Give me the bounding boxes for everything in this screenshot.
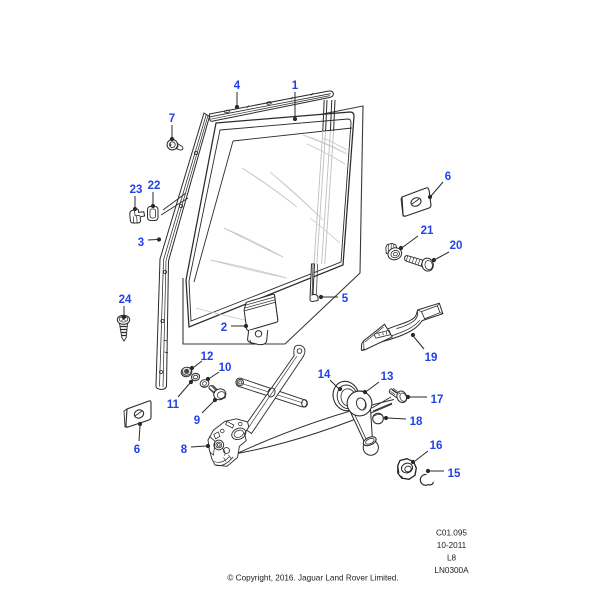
svg-text:8: 8 <box>181 444 188 456</box>
svg-text:10: 10 <box>219 362 232 374</box>
svg-text:7: 7 <box>169 113 175 125</box>
svg-text:15: 15 <box>448 468 461 480</box>
svg-text:2: 2 <box>221 322 227 334</box>
svg-text:10-2011: 10-2011 <box>437 541 467 550</box>
svg-text:22: 22 <box>148 180 161 192</box>
svg-text:6: 6 <box>445 171 451 183</box>
svg-text:14: 14 <box>318 369 331 381</box>
svg-text:C01.095: C01.095 <box>436 529 467 538</box>
svg-text:16: 16 <box>430 440 443 452</box>
svg-text:4: 4 <box>234 80 241 92</box>
svg-text:19: 19 <box>425 352 438 364</box>
svg-text:LN0300A: LN0300A <box>434 566 469 575</box>
svg-text:L8: L8 <box>447 554 457 563</box>
svg-text:13: 13 <box>381 371 394 383</box>
svg-text:1: 1 <box>292 80 299 92</box>
svg-text:11: 11 <box>167 399 180 411</box>
svg-text:9: 9 <box>194 415 200 427</box>
svg-text:© Copyright, 2016. Jaguar Land: © Copyright, 2016. Jaguar Land Rover Lim… <box>227 574 398 583</box>
svg-text:17: 17 <box>431 394 444 406</box>
svg-text:20: 20 <box>450 240 463 252</box>
svg-text:24: 24 <box>119 294 132 306</box>
svg-text:23: 23 <box>130 184 143 196</box>
svg-text:3: 3 <box>138 237 144 249</box>
svg-text:12: 12 <box>201 351 214 363</box>
svg-text:18: 18 <box>410 416 423 428</box>
svg-text:5: 5 <box>342 293 349 305</box>
svg-text:21: 21 <box>421 225 434 237</box>
svg-text:6: 6 <box>134 444 140 456</box>
